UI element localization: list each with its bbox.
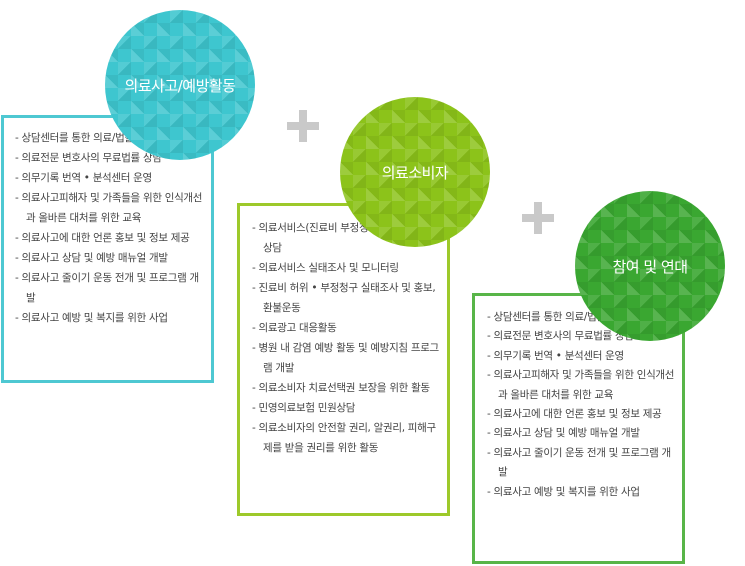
list-item: - 의료소비자 치료선택권 보장을 위한 활동 bbox=[252, 382, 430, 394]
list-item: - 상담센터를 통한 의료/법률 상담 bbox=[15, 132, 156, 144]
list-item: - 의료사고피해자 및 가족들을 위한 인식개선과 올바른 대처를 위한 교육 bbox=[15, 192, 203, 224]
list-item: - 의료서비스 실태조사 및 모니터링 bbox=[252, 262, 399, 274]
list-item: - 의료사고 줄이기 운동 전개 및 프로그램 개발 bbox=[487, 446, 671, 479]
circle-texture bbox=[105, 10, 255, 160]
category-circle-medical-consumer: 의료소비자 bbox=[340, 97, 490, 247]
list-item: - 의료사고 예방 및 복지를 위한 사업 bbox=[487, 485, 640, 498]
list-item: - 의무기록 번역 • 분석센터 운영 bbox=[15, 172, 152, 184]
plus-icon bbox=[287, 110, 319, 142]
list-item: - 의료사고 상담 및 예방 매뉴얼 개발 bbox=[487, 427, 640, 440]
list-item: - 병원 내 감염 예방 활동 및 예방지침 프로그램 개발 bbox=[252, 342, 439, 374]
list-item: - 의료전문 변호사의 무료법률 상담 bbox=[487, 330, 634, 343]
list-item: - 민영의료보험 민원상담 bbox=[252, 402, 356, 414]
circle-label: 참여 및 연대 bbox=[612, 257, 688, 276]
list-item: - 의료사고 줄이기 운동 전개 및 프로그램 개발 bbox=[15, 272, 199, 304]
list-item: - 의료전문 변호사의 무료법률 상담 bbox=[15, 152, 162, 164]
list-item: - 의료소비자의 안전할 권리, 알권리, 피해구제를 받을 권리를 위한 활동 bbox=[252, 422, 436, 454]
category-circle-medical-accident: 의료사고/예방활동 bbox=[105, 10, 255, 160]
circle-label: 의료소비자 bbox=[381, 163, 449, 182]
list-item: - 의무기록 번역 • 분석센터 운영 bbox=[487, 349, 624, 362]
list-item: - 의료광고 대응활동 bbox=[252, 322, 337, 334]
circle-texture bbox=[340, 97, 490, 247]
category-circle-participation: 참여 및 연대 bbox=[575, 191, 725, 341]
plus-icon bbox=[522, 202, 554, 234]
list-item: - 의료사고 예방 및 복지를 위한 사업 bbox=[15, 312, 168, 324]
list-item: - 진료비 허위 • 부정청구 실태조사 및 홍보, 환불운동 bbox=[252, 282, 436, 314]
circle-label: 의료사고/예방활동 bbox=[124, 76, 236, 95]
list-item: - 의료사고피해자 및 가족들을 위한 인식개선과 올바른 대처를 위한 교육 bbox=[487, 369, 675, 401]
list-item: - 의료사고에 대한 언론 홍보 및 정보 제공 bbox=[15, 232, 190, 244]
circle-texture bbox=[575, 191, 725, 341]
list-item: - 의료사고에 대한 언론 홍보 및 정보 제공 bbox=[487, 408, 662, 421]
list-item: - 의료사고 상담 및 예방 매뉴얼 개발 bbox=[15, 252, 168, 264]
activity-box-medical-consumer: - 의료서비스(진료비 부정청구,보험피해사례) 상담 - 의료서비스 실태조사… bbox=[237, 203, 450, 516]
